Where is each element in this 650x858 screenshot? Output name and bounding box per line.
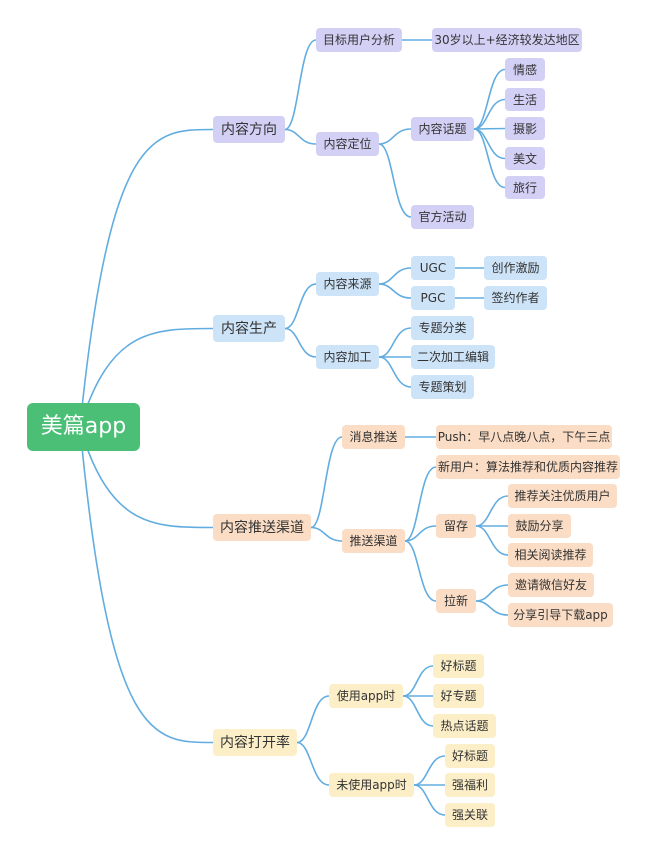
connector-line: [296, 695, 330, 744]
connector-line: [404, 540, 437, 602]
connector-line: [475, 600, 509, 616]
connector-line: [402, 695, 434, 727]
connector-line: [473, 68, 506, 130]
node-pgc[interactable]: PGC: [411, 286, 455, 310]
node-message-push[interactable]: 消息推送: [342, 425, 405, 449]
connector-line: [475, 584, 509, 602]
connector-line: [473, 127, 506, 130]
connector-line: [378, 143, 412, 218]
connector-line: [284, 39, 317, 131]
connector-line: [413, 755, 446, 786]
node-target-user-detail[interactable]: 30岁以上+经济较发达地区: [432, 28, 582, 52]
root-node[interactable]: 美篇app: [27, 403, 140, 451]
not-using-item-strong-relation[interactable]: 强关联: [445, 803, 495, 827]
not-using-item-good-title[interactable]: 好标题: [445, 744, 495, 768]
branch-content-production[interactable]: 内容生产: [213, 315, 285, 342]
connector-line: [404, 466, 437, 542]
connector-line: [378, 356, 412, 388]
connector-line: [79, 327, 214, 428]
acquisition-item-invite-wechat[interactable]: 邀请微信好友: [508, 573, 594, 597]
node-acquisition[interactable]: 拉新: [436, 589, 476, 613]
processing-item-topic-planning[interactable]: 专题策划: [411, 375, 474, 399]
node-not-using-app[interactable]: 未使用app时: [329, 773, 414, 797]
topic-item-emotion[interactable]: 情感: [505, 58, 545, 81]
connector-line: [296, 741, 330, 786]
using-item-hot-topic[interactable]: 热点话题: [433, 714, 496, 738]
node-retention[interactable]: 留存: [436, 514, 476, 538]
node-pgc-detail[interactable]: 签约作者: [484, 286, 547, 310]
retention-item-related-reading[interactable]: 相关阅读推荐: [508, 543, 593, 567]
node-ugc-detail[interactable]: 创作激励: [484, 256, 547, 280]
node-target-user-analysis[interactable]: 目标用户分析: [316, 28, 402, 52]
acquisition-item-share-download[interactable]: 分享引导下载app: [508, 603, 613, 627]
topic-item-essay[interactable]: 美文: [505, 147, 545, 170]
connector-line: [310, 436, 343, 529]
node-content-topics[interactable]: 内容话题: [411, 117, 474, 141]
not-using-item-strong-benefit[interactable]: 强福利: [445, 773, 495, 797]
node-content-positioning[interactable]: 内容定位: [316, 132, 379, 156]
connector-line: [378, 283, 412, 299]
retention-item-encourage-share[interactable]: 鼓励分享: [508, 514, 571, 538]
branch-open-rate[interactable]: 内容打开率: [213, 729, 297, 756]
branch-push-channels[interactable]: 内容推送渠道: [213, 514, 311, 541]
using-item-good-topic[interactable]: 好专题: [433, 684, 484, 708]
connector-line: [284, 283, 317, 330]
node-push-schedule[interactable]: Push：早八点晚八点，下午三点: [436, 425, 612, 449]
connector-line: [475, 495, 509, 527]
connector-line: [284, 128, 317, 145]
connector-line: [310, 526, 343, 542]
topic-item-photography[interactable]: 摄影: [505, 117, 545, 140]
using-item-good-title[interactable]: 好标题: [433, 654, 484, 678]
connector-line: [378, 267, 412, 285]
connector-line: [473, 128, 506, 189]
node-content-processing[interactable]: 内容加工: [316, 345, 379, 369]
node-push-channel[interactable]: 推送渠道: [342, 529, 405, 553]
node-official-activities[interactable]: 官方活动: [411, 205, 474, 229]
connector-line: [79, 426, 214, 744]
node-new-user[interactable]: 新用户：算法推荐和优质内容推荐: [436, 455, 620, 479]
connector-line: [402, 665, 434, 697]
connector-line: [378, 327, 412, 358]
node-using-app[interactable]: 使用app时: [329, 684, 403, 708]
branch-content-direction[interactable]: 内容方向: [213, 116, 285, 143]
connector-line: [404, 525, 437, 542]
node-content-source[interactable]: 内容来源: [316, 272, 379, 296]
processing-item-topic-category[interactable]: 专题分类: [411, 316, 474, 340]
connector-line: [473, 98, 506, 130]
connector-line: [79, 426, 214, 529]
retention-item-recommend-follow[interactable]: 推荐关注优质用户: [508, 484, 617, 508]
connector-line: [413, 784, 446, 816]
connector-line: [79, 128, 214, 428]
node-ugc[interactable]: UGC: [411, 256, 455, 280]
connector-line: [284, 327, 317, 358]
connector-line: [473, 128, 506, 160]
connector-line: [475, 525, 509, 556]
connector-line: [378, 128, 412, 145]
processing-item-secondary-edit[interactable]: 二次加工编辑: [411, 345, 495, 369]
topic-item-travel[interactable]: 旅行: [505, 176, 545, 199]
topic-item-life[interactable]: 生活: [505, 88, 545, 111]
